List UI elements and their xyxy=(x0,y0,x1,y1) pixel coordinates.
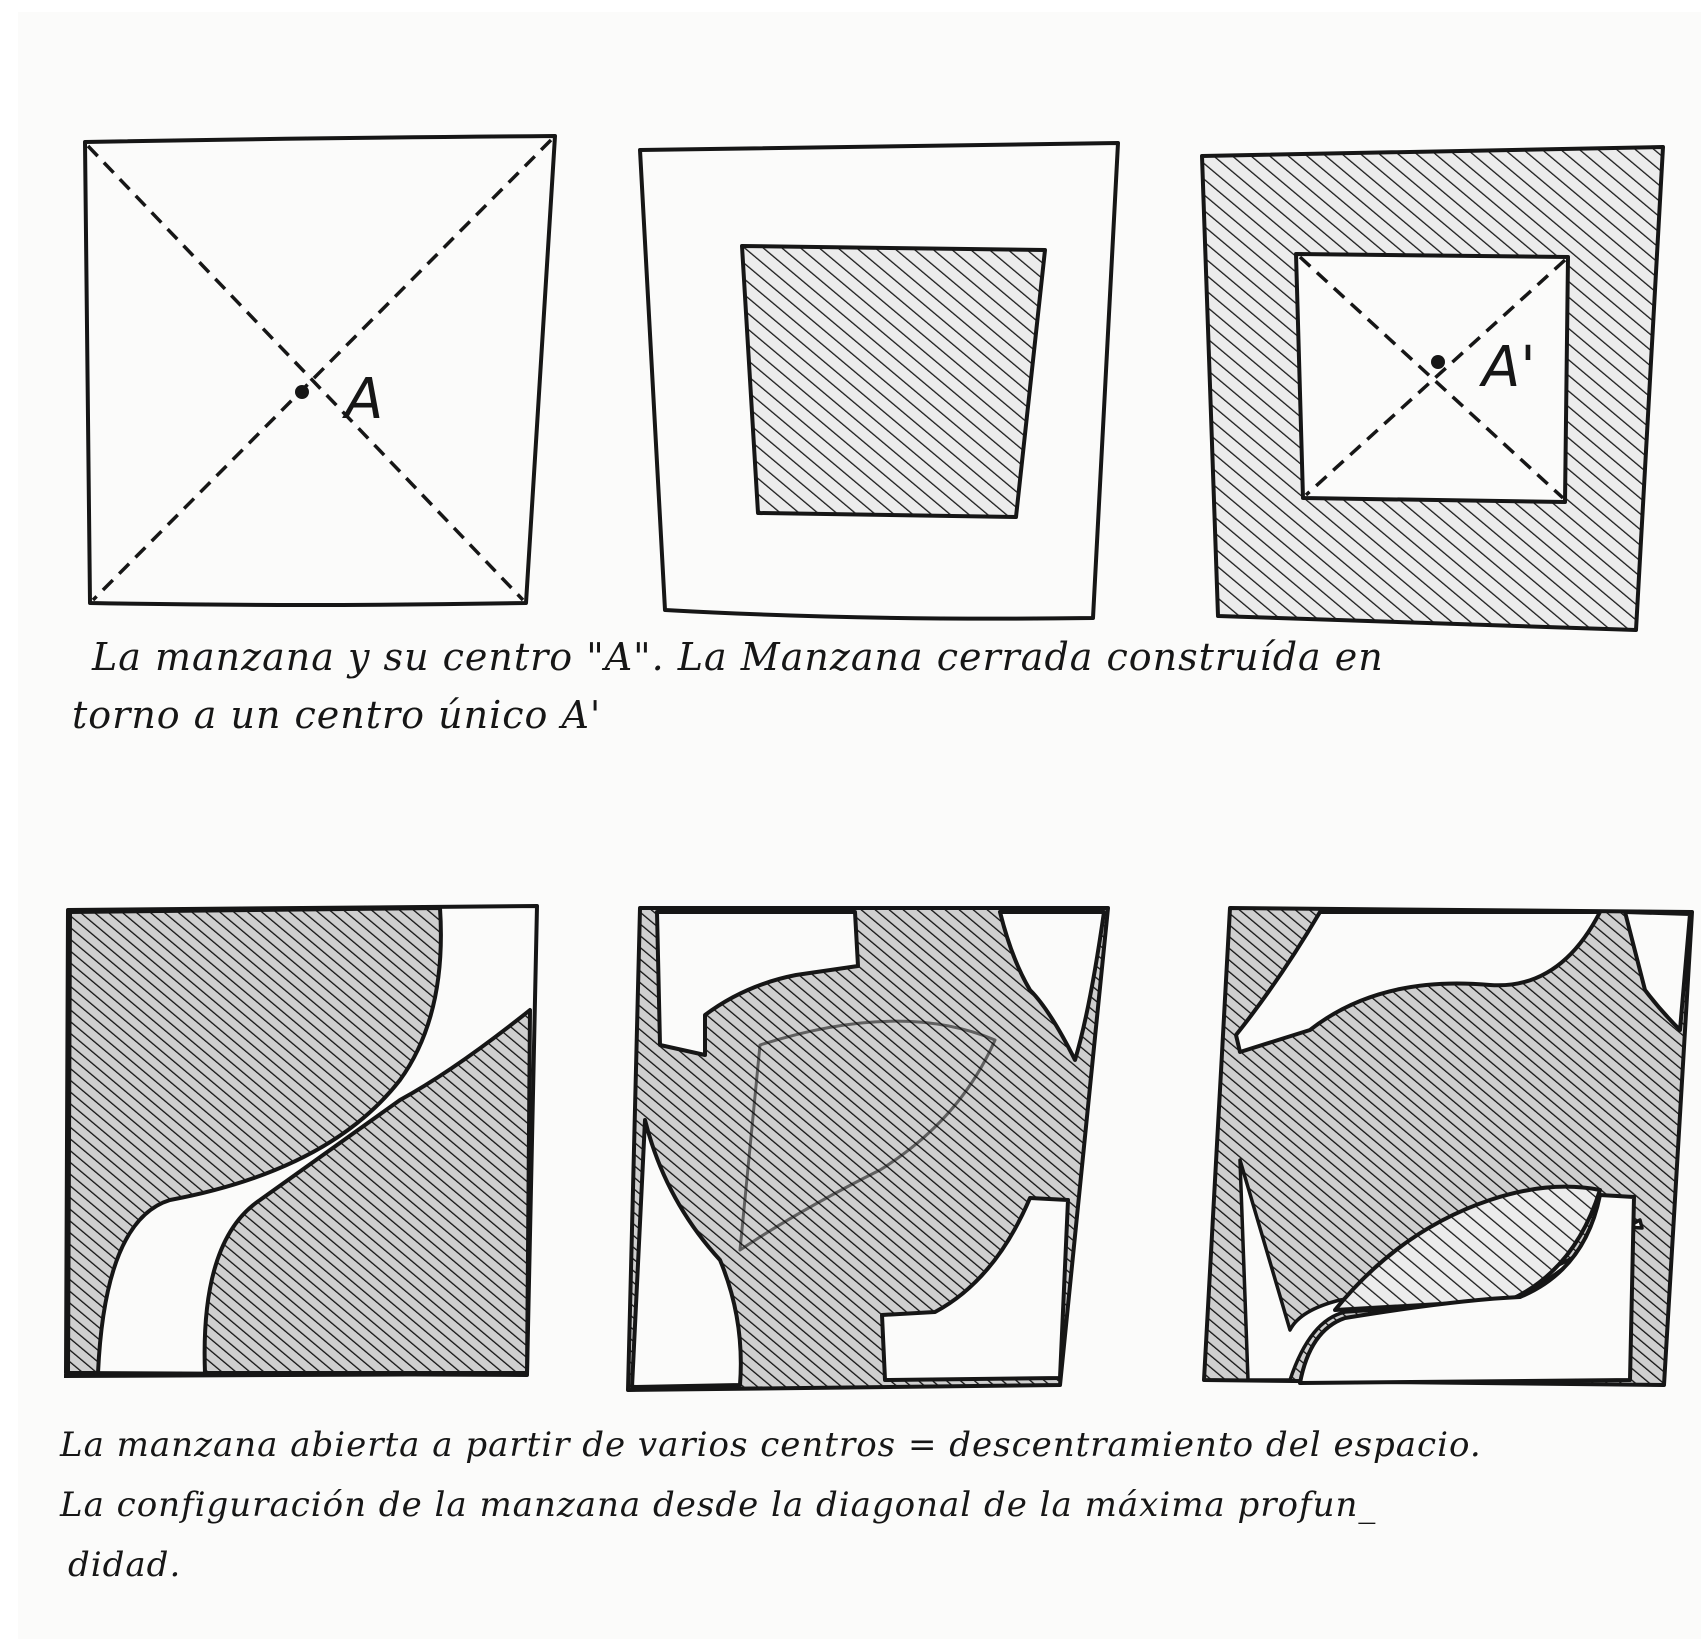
hatched-center-square xyxy=(742,246,1045,517)
caption-top-line-2: torno a un centro único A' xyxy=(72,688,601,742)
caption-bottom-line-2: La configuración de la manzana desde la … xyxy=(60,1478,1376,1532)
center-point xyxy=(295,385,309,399)
caption-bottom-line-3: didad. xyxy=(68,1538,181,1592)
center-point xyxy=(1431,355,1445,369)
panel-open-block-lens xyxy=(1204,908,1692,1385)
panel-open-block-notched xyxy=(628,908,1108,1390)
caption-top-line-1: La manzana y su centro "A". La Manzana c… xyxy=(92,630,1384,684)
center-label-a-prime: A' xyxy=(1479,335,1536,400)
center-label-a: A xyxy=(342,367,383,432)
caption-bottom-line-1: La manzana abierta a partir de varios ce… xyxy=(60,1418,1482,1472)
ground-line xyxy=(64,1374,520,1376)
